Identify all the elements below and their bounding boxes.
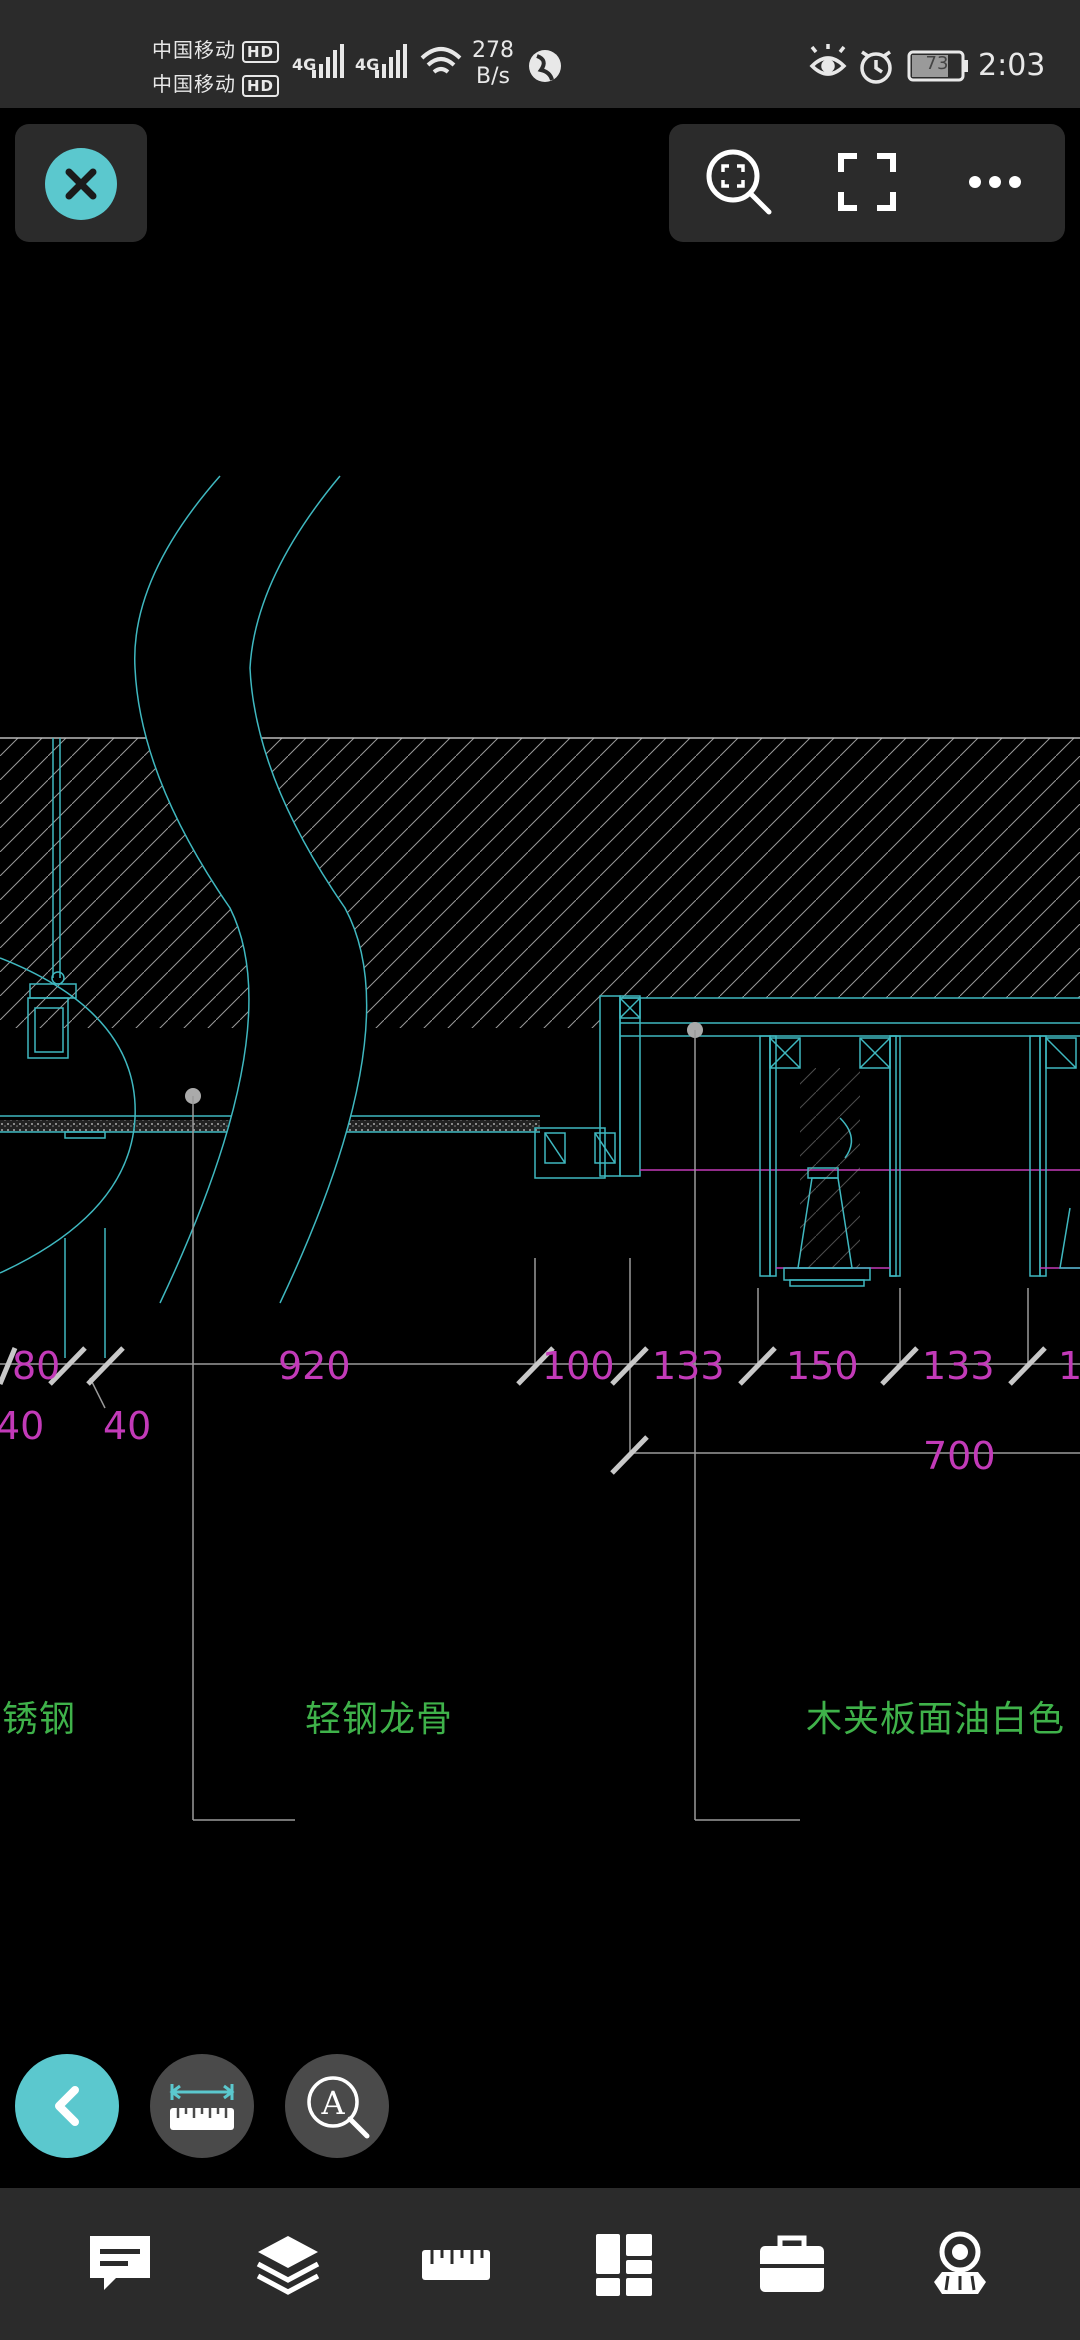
measure-button[interactable] (150, 2054, 254, 2158)
cad-drawing-canvas[interactable]: 80 920 100 133 150 133 1 40 40 700 锈钢 轻钢… (0, 108, 1080, 2188)
close-button[interactable] (45, 148, 117, 220)
globe-icon (529, 50, 561, 82)
signal-2-icon (375, 44, 407, 78)
close-icon (65, 168, 97, 200)
net-speed-value: 278 (472, 38, 514, 63)
comment-button[interactable] (80, 2224, 160, 2304)
dim-80: 80 (12, 1344, 60, 1388)
leader-lines (192, 1030, 800, 1821)
ruler-icon (422, 2250, 490, 2280)
layout-button[interactable] (584, 2224, 664, 2304)
dimension-labels: 80 920 100 133 150 133 1 40 40 700 (0, 1344, 1080, 1478)
text-search-button[interactable]: A (285, 2054, 389, 2158)
wifi-icon (420, 47, 462, 74)
ruler-button[interactable] (416, 2224, 496, 2304)
clock: 2:03 (978, 48, 1046, 83)
network-type-2: 4G (355, 55, 379, 74)
dim-40-a: 40 (0, 1404, 44, 1448)
fullscreen-icon (838, 153, 896, 211)
viewpoint-button[interactable] (920, 2224, 1000, 2304)
net-speed-unit: B/s (476, 64, 510, 89)
network-type-1: 4G (292, 55, 316, 74)
status-bar: 中国移动 HD 中国移动 HD 4G 4G (0, 0, 1080, 108)
text-search-icon: A (307, 2076, 370, 2139)
alarm-icon (860, 50, 892, 84)
carrier-2: 中国移动 HD (152, 68, 280, 97)
layers-icon (256, 2236, 320, 2295)
dim-700: 700 (923, 1434, 996, 1478)
dim-920: 920 (278, 1344, 351, 1388)
carrier-1-name: 中国移动 (152, 38, 236, 62)
back-button[interactable] (15, 2054, 119, 2158)
label-wood-panel: 木夹板面油白色 (806, 1699, 1066, 1740)
label-stainless-steel: 锈钢 (2, 1699, 77, 1740)
hd-badge: HD (242, 41, 280, 63)
close-panel (15, 124, 147, 242)
carrier-2-name: 中国移动 (152, 72, 236, 96)
net-speed: 278 B/s (470, 38, 516, 90)
battery-level: 73 (925, 53, 949, 74)
dim-133-b: 133 (922, 1344, 995, 1388)
view-tools-panel (669, 124, 1065, 242)
layout-icon (596, 2234, 652, 2296)
zoom-fit-button[interactable] (699, 142, 779, 222)
toolbox-button[interactable] (752, 2224, 832, 2304)
layers-button[interactable] (248, 2224, 328, 2304)
signal-1-icon (312, 44, 344, 78)
hatch-behind-light (800, 1068, 860, 1268)
label-light-steel-keel: 轻钢龙骨 (305, 1699, 454, 1740)
carrier-1: 中国移动 HD (152, 34, 280, 63)
dim-40-b: 40 (103, 1404, 151, 1448)
status-icons: 4G 4G (292, 44, 968, 84)
fullscreen-button[interactable] (827, 142, 907, 222)
dimension-ticks (0, 1346, 1047, 1475)
more-button[interactable] (955, 142, 1035, 222)
dimension-lines (0, 1258, 1080, 1454)
svg-text:A: A (320, 2084, 345, 2122)
more-icon (969, 176, 1021, 188)
toolbox-icon (760, 2235, 824, 2292)
dim-150: 150 (786, 1344, 859, 1388)
dim-1: 1 (1058, 1344, 1080, 1388)
measure-icon (169, 2084, 235, 2130)
zoom-fit-icon (706, 149, 772, 215)
eye-icon (809, 44, 847, 76)
back-icon (55, 2086, 79, 2126)
comment-icon (90, 2236, 150, 2290)
dim-100: 100 (542, 1344, 615, 1388)
bottom-toolbar (0, 2188, 1080, 2340)
battery-icon (907, 50, 968, 82)
hd-badge: HD (242, 75, 280, 97)
dim-133-a: 133 (652, 1344, 725, 1388)
viewpoint-icon (934, 2231, 986, 2294)
break-line (134, 475, 368, 1304)
cad-drawing[interactable]: 80 920 100 133 150 133 1 40 40 700 (0, 108, 1080, 2188)
hanger-rod (0, 738, 136, 1358)
